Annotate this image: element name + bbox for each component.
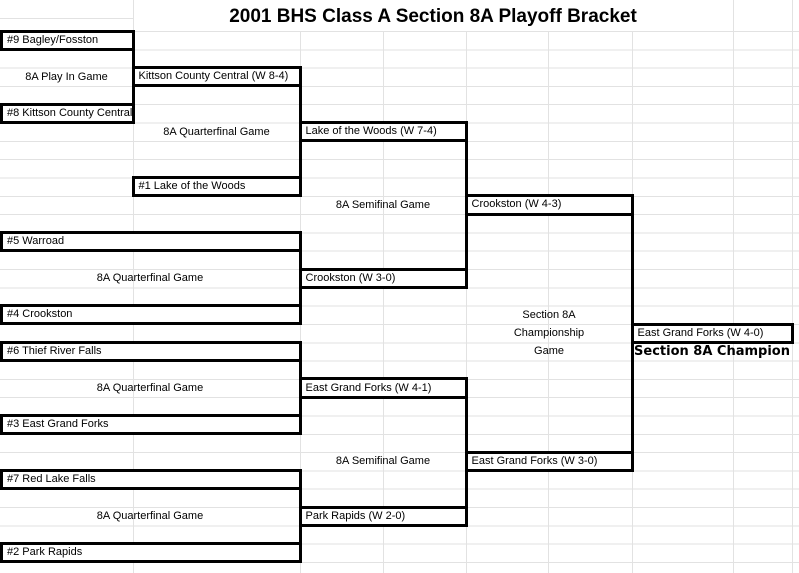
championship-label-line1: Section 8A [522,308,576,321]
team-box-seed8: #8 Kittson County Central [0,102,135,124]
winner-box-play-in: Kittson County Central (W 8-4) [131,66,302,88]
winner-box-quarterfinal-2: Crookston (W 3-0) [298,267,468,289]
championship-label-line3: Game [534,345,564,358]
team-box-seed2: #2 Park Rapids [0,542,302,564]
vertical-gridline [133,0,134,573]
vertical-gridline [792,0,793,573]
championship-label-line2: Championship [513,327,585,339]
horizontal-gridline-segment [0,18,133,19]
team-box-seed5: #5 Warroad [0,230,302,253]
winner-box-quarterfinal-1: Lake of the Woods (W 7-4) [298,121,468,143]
team-box-seed9: #9 Bagley/Fosston [0,29,135,51]
team-box-seed3: #3 East Grand Forks [0,414,302,436]
vertical-gridline [548,31,549,573]
winner-box-semifinal-1: Crookston (W 4-3) [464,194,634,216]
winner-box-quarterfinal-3: East Grand Forks (W 4-1) [298,377,468,399]
match-label-semifinal-2: 8A Semifinal Game [335,455,431,468]
match-label-play-in: 8A Play In Game [25,70,108,83]
team-box-seed6: #6 Thief River Falls [0,340,302,363]
vertical-gridline [466,31,467,573]
winner-box-quarterfinal-4: Park Rapids (W 2-0) [298,505,468,527]
match-label-semifinal-1: 8A Semifinal Game [335,198,431,211]
team-box-seed4: #4 Crookston [0,304,302,326]
team-box-seed7: #7 Red Lake Falls [0,468,302,491]
winner-box-championship: East Grand Forks (W 4-0) [630,322,794,344]
match-label-quarterfinal-1: 8A Quarterfinal Game [163,125,270,138]
champion-text: Section 8A Champion [634,344,790,360]
winner-box-semifinal-2: East Grand Forks (W 3-0) [464,450,634,472]
team-box-seed1: #1 Lake of the Woods [131,176,302,198]
match-label-quarterfinal-2: 8A Quarterfinal Game [96,272,204,284]
page-title: 2001 BHS Class A Section 8A Playoff Brac… [229,6,637,27]
match-label-quarterfinal-4: 8A Quarterfinal Game [96,510,204,523]
vertical-gridline [383,31,384,573]
match-label-quarterfinal-3: 8A Quarterfinal Game [96,381,204,394]
vertical-gridline [733,0,734,573]
